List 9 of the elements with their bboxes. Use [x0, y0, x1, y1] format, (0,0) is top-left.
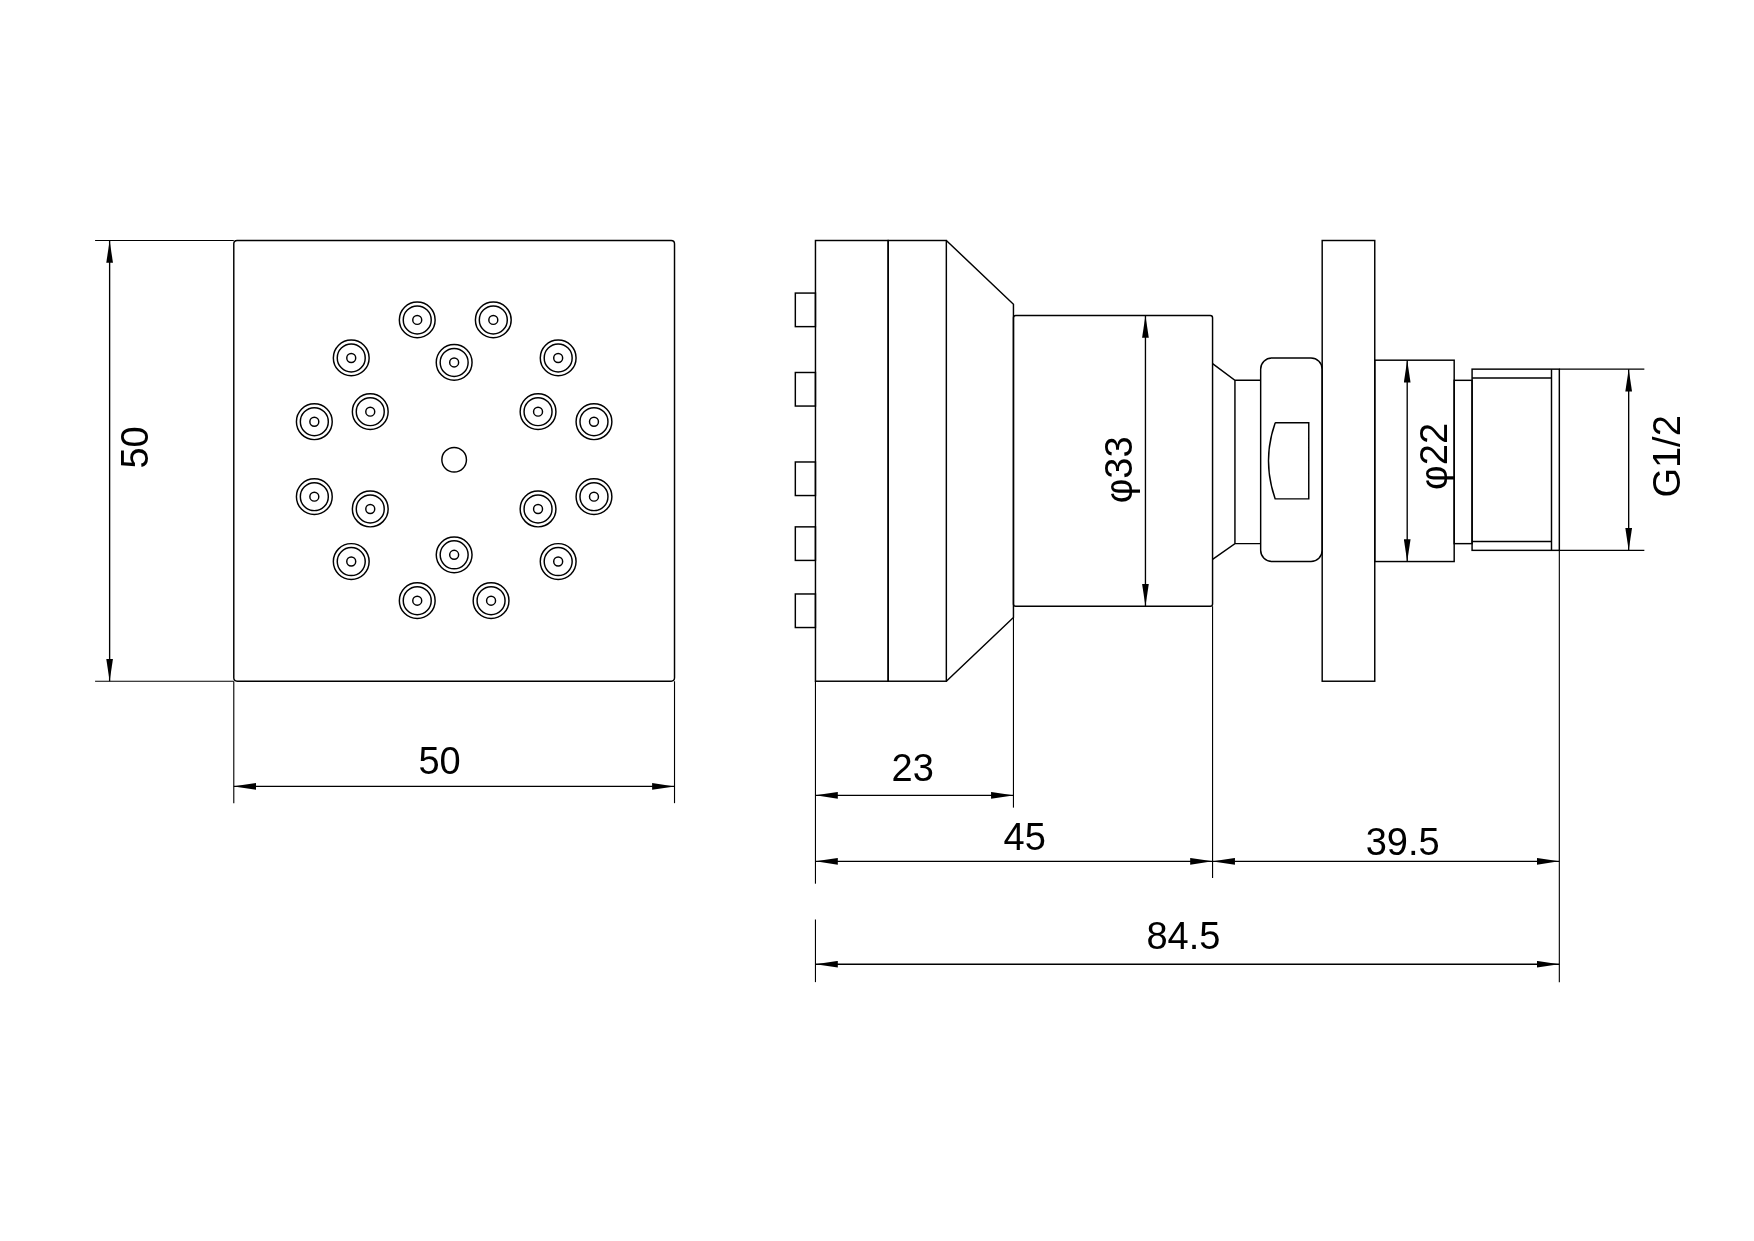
dimension-label: G1/2: [1647, 415, 1686, 498]
dimension-label: 45: [1003, 817, 1046, 856]
dimension-label: 23: [891, 748, 934, 787]
dimension-label: 39.5: [1365, 822, 1440, 861]
dimension-label: 50: [115, 426, 154, 469]
dimension-label: φ22: [1415, 422, 1454, 490]
dimension-label: 50: [418, 741, 461, 780]
dimension-label: φ33: [1099, 436, 1138, 504]
dimension-label: 84.5: [1146, 916, 1221, 955]
